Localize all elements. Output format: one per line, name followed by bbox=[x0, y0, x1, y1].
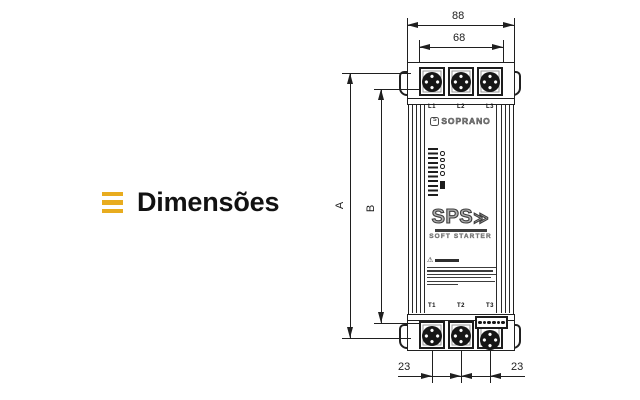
heatsink-fin bbox=[412, 105, 413, 313]
arrow-head bbox=[492, 44, 503, 50]
warning-title-bar bbox=[435, 258, 460, 263]
heatsink-fin bbox=[501, 105, 502, 313]
certification-dot bbox=[440, 151, 445, 156]
terminal-label-l3: L3 bbox=[485, 104, 494, 110]
brand-name: SOPRANO bbox=[441, 115, 491, 126]
certification-dot bbox=[440, 157, 445, 163]
certification-marks bbox=[440, 151, 445, 178]
extension-line bbox=[503, 40, 504, 62]
terminal-screw bbox=[451, 326, 471, 346]
warning-text-line bbox=[427, 277, 492, 279]
terminal-screw bbox=[480, 72, 500, 92]
dimension-value-23-right: 23 bbox=[511, 361, 524, 373]
logo-arrow-icon: ≫ bbox=[473, 210, 490, 227]
logo-tagline-bar bbox=[434, 229, 487, 232]
warning-text-line bbox=[427, 283, 459, 286]
extension-line bbox=[419, 40, 420, 62]
arrow-head bbox=[419, 44, 430, 50]
heading-bar bbox=[102, 200, 123, 205]
arrow-head bbox=[503, 22, 514, 28]
dimension-line-68 bbox=[419, 47, 503, 48]
terminal-label-l2: L2 bbox=[456, 104, 465, 110]
extension-line bbox=[490, 350, 491, 383]
front-panel bbox=[424, 105, 497, 313]
terminal-screw bbox=[422, 326, 442, 346]
dimension-value-a: A bbox=[334, 201, 347, 210]
brand-logo: S SOPRANO bbox=[424, 115, 497, 127]
heading-bar bbox=[102, 208, 123, 214]
warning-text-line bbox=[427, 270, 494, 272]
arrow-head bbox=[378, 89, 384, 100]
dimension-value-88: 88 bbox=[452, 10, 465, 22]
connector-pin bbox=[482, 320, 487, 325]
heading-bars-icon bbox=[102, 191, 123, 214]
dimension-value-b: B bbox=[365, 204, 378, 213]
arrow-head bbox=[421, 373, 432, 379]
arrow-head bbox=[461, 373, 472, 379]
heading-bar bbox=[102, 191, 123, 197]
heatsink-fin bbox=[420, 105, 421, 313]
terminal-label-t1: T1 bbox=[427, 303, 436, 309]
terminal-screw bbox=[480, 330, 500, 350]
rating-markings bbox=[428, 147, 438, 196]
warning-block: ⚠ bbox=[427, 257, 496, 287]
extension-line bbox=[514, 18, 515, 62]
certification-bar bbox=[440, 181, 445, 189]
extension-line bbox=[461, 350, 462, 383]
warning-text-line bbox=[427, 267, 496, 269]
heatsink-fin bbox=[505, 105, 506, 313]
dimension-line-a bbox=[350, 73, 351, 338]
terminal-label-t3: T3 bbox=[485, 303, 494, 309]
arrow-head bbox=[490, 373, 501, 379]
extension-line bbox=[374, 323, 419, 324]
warning-triangle-icon: ⚠ bbox=[427, 257, 434, 264]
connector-pin bbox=[501, 320, 505, 325]
arrow-head bbox=[347, 327, 353, 338]
certification-dot bbox=[440, 164, 445, 169]
terminal-screw bbox=[451, 72, 471, 92]
arrow-head bbox=[450, 373, 461, 379]
extension-line bbox=[342, 73, 411, 74]
product-logo-block: SPS≫ SOFT STARTER bbox=[424, 206, 497, 240]
heatsink-fin bbox=[416, 105, 417, 313]
warning-header: ⚠ bbox=[427, 257, 496, 264]
dimension-value-23-left: 23 bbox=[398, 361, 411, 373]
heatsink-fin bbox=[509, 105, 510, 313]
terminal-label-l1: L1 bbox=[427, 104, 436, 110]
terminal-screw bbox=[422, 72, 442, 92]
product-subtitle: SOFT STARTER bbox=[429, 232, 492, 240]
product-logo-text: SPS bbox=[431, 206, 474, 228]
certification-dot bbox=[440, 171, 445, 176]
extension-line bbox=[374, 89, 419, 90]
arrow-head bbox=[407, 22, 418, 28]
terminal-label-t2: T2 bbox=[456, 303, 465, 309]
extension-line bbox=[342, 338, 411, 339]
section-heading: Dimensões bbox=[102, 189, 279, 216]
extension-line bbox=[432, 350, 433, 383]
dimension-line-b bbox=[381, 89, 382, 323]
connector-pin bbox=[478, 320, 482, 325]
connector-pin bbox=[487, 320, 491, 325]
control-connector-strip bbox=[475, 316, 508, 329]
warning-text-line bbox=[427, 273, 496, 275]
brand-mark-icon: S bbox=[430, 116, 440, 126]
warning-text-line bbox=[427, 280, 495, 282]
dimension-value-68: 68 bbox=[453, 32, 466, 44]
extension-line bbox=[407, 18, 408, 62]
page-title: Dimensões bbox=[137, 187, 280, 217]
arrow-head bbox=[378, 312, 384, 323]
dimension-line-88 bbox=[407, 25, 514, 26]
connector-pin bbox=[492, 320, 496, 325]
connector-pin bbox=[496, 320, 501, 325]
arrow-head bbox=[347, 73, 353, 84]
